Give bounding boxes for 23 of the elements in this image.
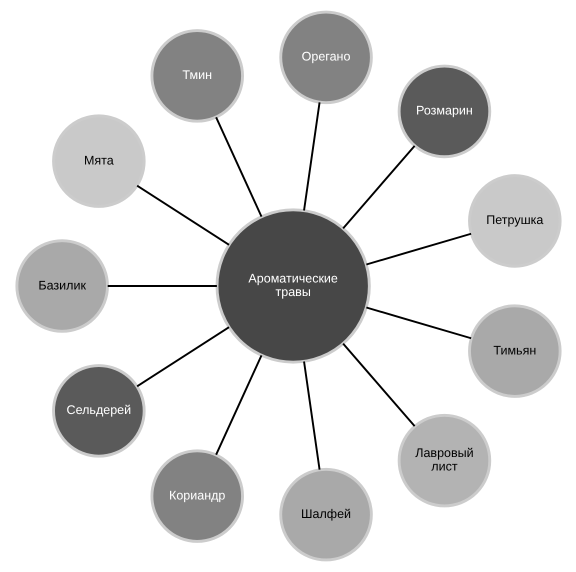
node-circle: Сельдерей [52,364,146,458]
node-circle: Шалфей [278,468,372,562]
node-circle: Базилик [14,239,108,333]
node-circle: Лавровый лист [397,414,491,508]
node-circle: Ароматические травы [215,208,370,364]
node-circle: Мята [52,114,146,208]
connector [136,184,230,246]
node-circle: Петрушка [468,174,562,268]
connector [302,361,320,470]
node-circle: Тимьян [468,304,562,398]
node-circle: Розмарин [397,64,491,158]
connector [214,354,262,456]
connector [366,232,471,266]
connector [136,326,230,388]
node-circle: Кориандр [150,449,244,543]
connector [302,102,320,211]
node-circle: Орегано [278,10,372,104]
connector [107,285,216,287]
node-circle: Тмин [150,29,244,123]
connector [342,343,415,427]
connector [214,116,262,218]
connector [342,145,415,229]
connector [366,306,471,340]
